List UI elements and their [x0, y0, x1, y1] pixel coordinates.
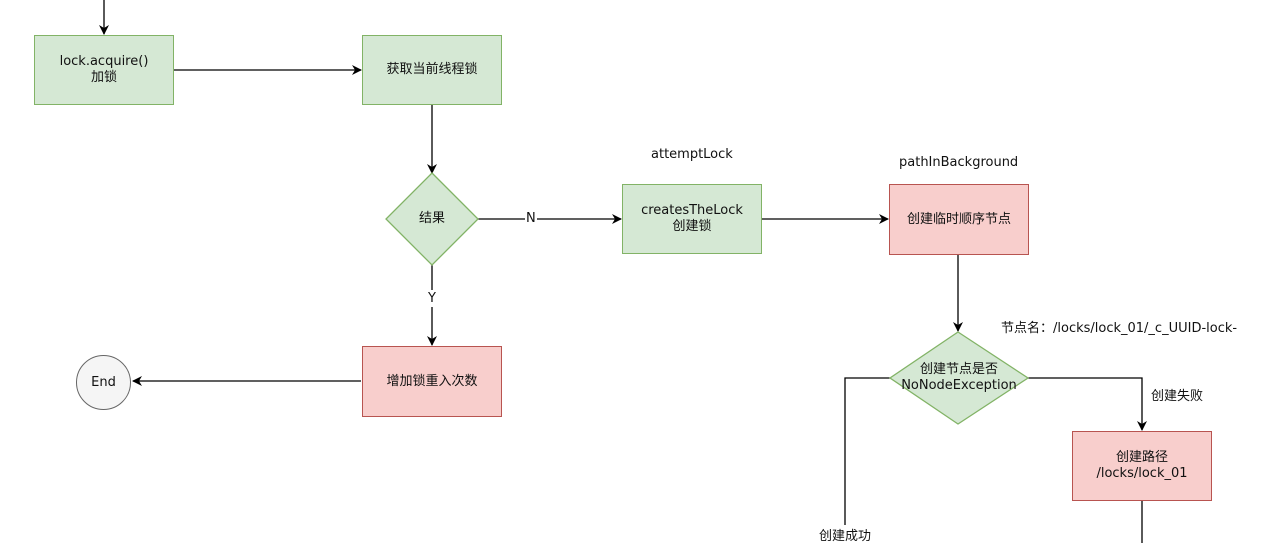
check-node-line2: NoNodeException — [901, 378, 1017, 393]
check-node-line1: 创建节点是否 — [919, 362, 998, 377]
edge-check-to-create-path — [1028, 377, 1147, 431]
node-name-note: 节点名：/locks/lock_01/_c_UUID-lock- — [1001, 321, 1238, 336]
check-node-diamond-shape[interactable] — [888, 331, 1030, 425]
edge-label-create-failed: 创建失败 — [1151, 389, 1204, 404]
creates-the-lock-title: createsTheLock — [641, 203, 743, 218]
increase-reentry-label: 增加锁重入次数 — [386, 373, 478, 389]
create-temp-node[interactable]: 创建临时顺序节点 — [889, 184, 1029, 255]
result-diamond-shape[interactable] — [385, 172, 479, 266]
attempt-lock-note: attemptLock — [651, 147, 733, 162]
edge-label-create-success: 创建成功 — [818, 525, 873, 544]
create-path-title: 创建路径 — [1115, 450, 1168, 465]
creates-the-lock-node[interactable]: createsTheLock 创建锁 — [622, 184, 762, 254]
check-node-diamond-label: 创建节点是否 NoNodeException — [890, 354, 1028, 402]
path-in-background-note: pathInBackground — [899, 155, 1019, 170]
edge-label-y: Y — [428, 290, 436, 307]
acquire-lock-subtitle: 加锁 — [90, 70, 117, 85]
create-path-node[interactable]: 创建路径 /locks/lock_01 — [1072, 431, 1212, 501]
create-path-subtitle: /locks/lock_01 — [1096, 466, 1188, 481]
end-node[interactable]: End — [76, 355, 131, 410]
edge-label-n: N — [525, 211, 537, 226]
get-thread-lock-label: 获取当前线程锁 — [386, 62, 478, 77]
acquire-lock-title: lock.acquire() — [59, 54, 149, 69]
result-label: 结果 — [418, 211, 445, 226]
increase-reentry-node[interactable]: 增加锁重入次数 — [362, 346, 502, 417]
creates-the-lock-subtitle: 创建锁 — [672, 219, 712, 234]
acquire-lock-node[interactable]: lock.acquire() 加锁 — [34, 35, 174, 105]
edge-check-success — [844, 377, 890, 543]
result-diamond-label: 结果 — [386, 173, 478, 265]
create-temp-node-label: 创建临时顺序节点 — [906, 211, 1011, 227]
end-label: End — [91, 374, 116, 390]
get-thread-lock-node[interactable]: 获取当前线程锁 — [362, 35, 502, 105]
